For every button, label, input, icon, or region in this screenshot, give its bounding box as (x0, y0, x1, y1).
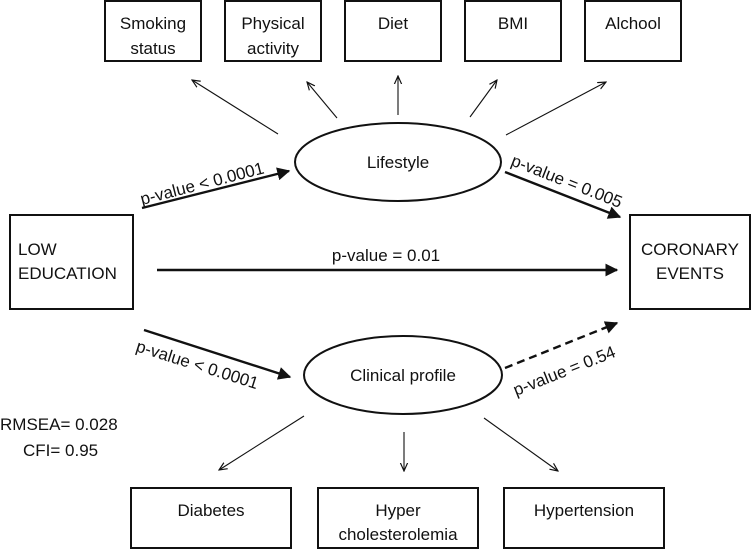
indicator-hypercholesterolemia: Hyper cholesterolemia (317, 487, 479, 549)
latent-clinical-label: Clinical profile (350, 366, 456, 385)
arrow-clinical-to-diabetes (219, 415, 305, 470)
indicator-physical-activity: Physical activity (224, 0, 322, 62)
indicator-physical-line2: activity (247, 39, 299, 58)
exposure-line2: EDUCATION (18, 264, 117, 283)
fit-rmsea: RMSEA= 0.028 (0, 415, 118, 434)
indicator-smoking-line1: Smoking (120, 14, 186, 33)
exposure-low-education: LOW EDUCATION (9, 214, 134, 310)
outcome-line1: CORONARY (641, 240, 739, 259)
indicator-hypertension: Hypertension (503, 487, 665, 549)
exposure-line1: LOW (18, 240, 57, 259)
arrow-lifestyle-to-physical-activity (307, 82, 338, 119)
indicator-hyperchol-line1: Hyper (375, 501, 421, 520)
label-clinical-to-outcome: p-value = 0.54 (511, 342, 619, 399)
indicator-diabetes-label: Diabetes (177, 501, 244, 520)
indicator-alchool: Alchool (584, 0, 682, 62)
indicator-physical-line1: Physical (241, 14, 304, 33)
outcome-line2: EVENTS (656, 264, 724, 283)
latent-lifestyle: Lifestyle (294, 122, 502, 202)
indicator-hyperchol-line2: cholesterolemia (338, 525, 458, 544)
latent-lifestyle-label: Lifestyle (367, 153, 429, 172)
path-lifestyle-to-outcome (504, 170, 622, 219)
label-education-to-outcome: p-value = 0.01 (332, 246, 440, 265)
outcome-coronary-events: CORONARY EVENTS (629, 214, 751, 310)
label-education-to-clinical: p-value < 0.0001 (134, 337, 261, 393)
indicator-bmi: BMI (464, 0, 562, 62)
path-education-to-clinical (143, 328, 292, 380)
fit-cfi: CFI= 0.95 (23, 441, 98, 460)
indicator-bmi-label: BMI (498, 14, 528, 33)
indicator-smoking-status: Smoking status (104, 0, 202, 62)
arrow-lifestyle-to-bmi (469, 80, 497, 118)
arrow-clinical-to-hypertension (483, 417, 558, 471)
indicator-hypertension-label: Hypertension (534, 501, 634, 520)
indicator-alchool-label: Alchool (605, 14, 661, 33)
path-clinical-to-outcome (504, 321, 619, 370)
path-education-to-lifestyle (141, 167, 291, 210)
arrow-lifestyle-to-alchool (505, 82, 606, 136)
indicator-smoking-line2: status (130, 39, 175, 58)
indicator-diabetes: Diabetes (130, 487, 292, 549)
arrow-lifestyle-to-smoking (192, 80, 279, 135)
indicator-diet-label: Diet (378, 14, 409, 33)
indicator-diet: Diet (344, 0, 442, 62)
latent-clinical-profile: Clinical profile (303, 335, 503, 415)
label-education-to-lifestyle: p-value < 0.0001 (138, 159, 266, 209)
